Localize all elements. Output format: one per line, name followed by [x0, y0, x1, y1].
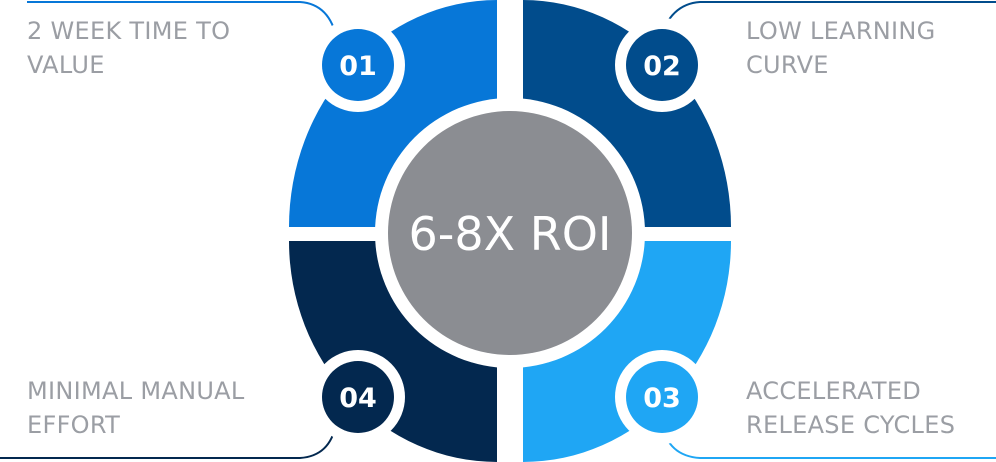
item-02-line2: CURVE — [746, 51, 829, 79]
center-circle — [388, 111, 632, 355]
item-01-label: 2 WEEK TIME TO VALUE — [27, 14, 230, 82]
item-04-line2: EFFORT — [27, 411, 121, 439]
item-03-label: ACCELERATED RELEASE CYCLES — [746, 374, 955, 442]
badge-02: 02 — [615, 18, 709, 112]
item-03-line1: ACCELERATED — [746, 377, 922, 405]
badge-number-03: 03 — [643, 383, 681, 414]
item-02-label: LOW LEARNING CURVE — [746, 14, 936, 82]
badge-03: 03 — [615, 350, 709, 444]
badge-01: 01 — [311, 18, 405, 112]
badge-04: 04 — [311, 350, 405, 444]
badge-number-02: 02 — [643, 51, 681, 82]
item-01-line2: VALUE — [27, 51, 105, 79]
item-01-line1: 2 WEEK TIME TO — [27, 17, 231, 45]
item-03-line2: RELEASE CYCLES — [746, 411, 956, 439]
item-02-line1: LOW LEARNING — [746, 17, 936, 45]
badge-number-01: 01 — [339, 51, 377, 82]
item-04-line1: MINIMAL MANUAL — [27, 377, 245, 405]
center-title: 6-8X ROI — [408, 207, 611, 261]
badge-number-04: 04 — [339, 383, 377, 414]
item-04-label: MINIMAL MANUAL EFFORT — [27, 374, 245, 442]
